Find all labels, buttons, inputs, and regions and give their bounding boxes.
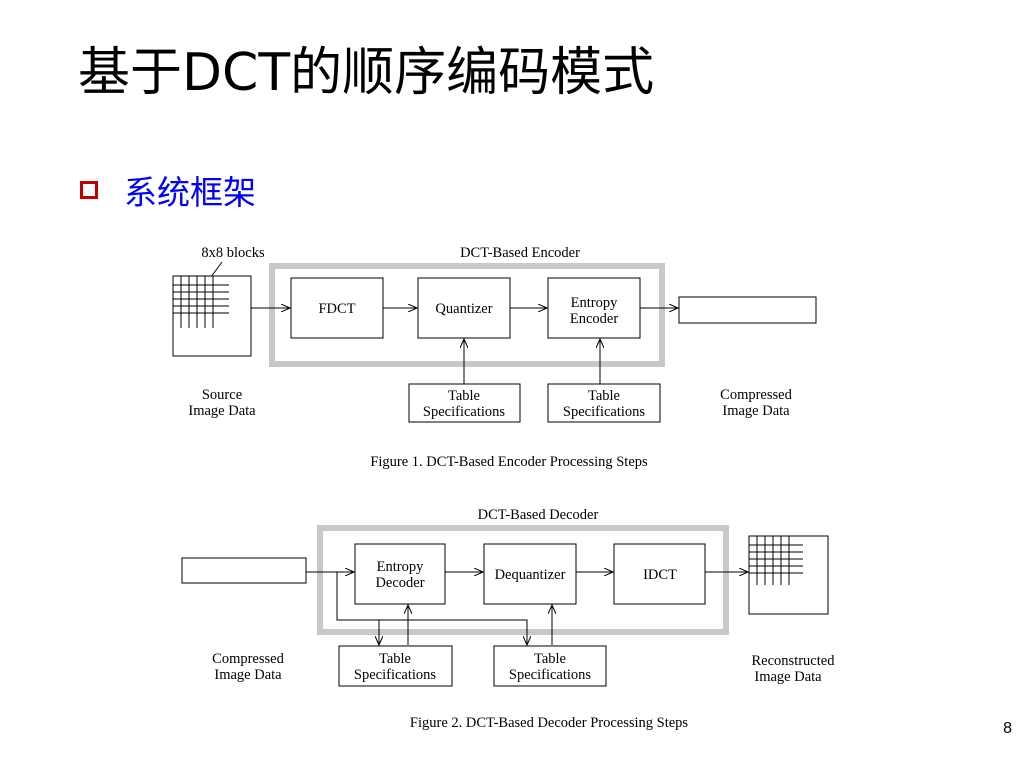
source-image-grid xyxy=(172,275,252,357)
decoder-group-label: DCT-Based Decoder xyxy=(478,507,599,523)
idct-label: IDCT xyxy=(643,567,677,583)
bullet-item: 系统框架 xyxy=(80,166,256,214)
encoder-table-spec-1-line1: Table xyxy=(448,388,480,404)
decoder-table-spec-1 xyxy=(338,645,453,687)
encoder-caption: Figure 1. DCT-Based Encoder Processing S… xyxy=(370,454,648,470)
decoder-table-spec-2 xyxy=(493,645,607,687)
idct-block xyxy=(613,543,706,605)
compressed-output-box xyxy=(678,296,817,324)
source-label-line1: Source xyxy=(202,387,242,403)
decoder-caption: Figure 2. DCT-Based Decoder Processing S… xyxy=(410,715,689,731)
reconstructed-label-line1: Reconstructed xyxy=(752,653,836,669)
decoder-table-spec-1-line2: Specifications xyxy=(354,667,437,683)
page-number: 8 xyxy=(1003,720,1012,737)
reconstructed-image-grid xyxy=(748,535,829,615)
encoder-table-spec-2-line2: Specifications xyxy=(563,404,646,420)
encoder-table-spec-2 xyxy=(547,383,661,423)
fdct-block xyxy=(290,277,384,339)
entropy-decoder-label-line1: Entropy xyxy=(377,559,424,575)
decoder-diagram: DCT-Based Decoder Compressed Image Data … xyxy=(181,507,836,731)
compressed-input-box xyxy=(181,557,307,584)
dequantizer-block xyxy=(483,543,577,605)
slide-title: 基于DCT的顺序编码模式 xyxy=(78,43,655,103)
encoder-table-spec-1 xyxy=(408,383,521,423)
quantizer-block xyxy=(417,277,511,339)
reconstructed-label-line2: Image Data xyxy=(754,669,822,685)
bullet-text: 系统框架 xyxy=(124,173,256,212)
blocks-label: 8x8 blocks xyxy=(201,245,265,261)
fdct-label: FDCT xyxy=(318,301,355,317)
decoder-table-spec-2-line1: Table xyxy=(534,651,566,667)
encoder-group-label: DCT-Based Encoder xyxy=(460,245,580,261)
encoder-table-spec-1-line2: Specifications xyxy=(423,404,506,420)
source-label-line2: Image Data xyxy=(188,403,256,419)
square-bullet-icon xyxy=(80,181,98,199)
dequantizer-label: Dequantizer xyxy=(495,567,566,583)
entropy-encoder-label-line2: Encoder xyxy=(570,311,618,327)
encoder-group-frame xyxy=(269,263,665,367)
decoder-table-spec-1-line1: Table xyxy=(379,651,411,667)
entropy-encoder-label-line1: Entropy xyxy=(571,295,618,311)
entropy-decoder-label-line2: Decoder xyxy=(375,575,424,591)
decoder-input-label-line1: Compressed xyxy=(212,651,284,667)
compressed-label-line2: Image Data xyxy=(722,403,790,419)
decoder-table-spec-2-line2: Specifications xyxy=(509,667,592,683)
quantizer-label: Quantizer xyxy=(435,301,492,317)
compressed-label-line1: Compressed xyxy=(720,387,792,403)
encoder-diagram: DCT-Based Encoder 8x8 blocks Source Imag… xyxy=(172,245,817,470)
branch-path-to-table-2 xyxy=(336,572,527,645)
encoder-table-spec-2-line1: Table xyxy=(588,388,620,404)
decoder-input-label-line2: Image Data xyxy=(214,667,282,683)
decoder-group-frame xyxy=(317,525,729,635)
entropy-decoder-block xyxy=(354,543,446,605)
